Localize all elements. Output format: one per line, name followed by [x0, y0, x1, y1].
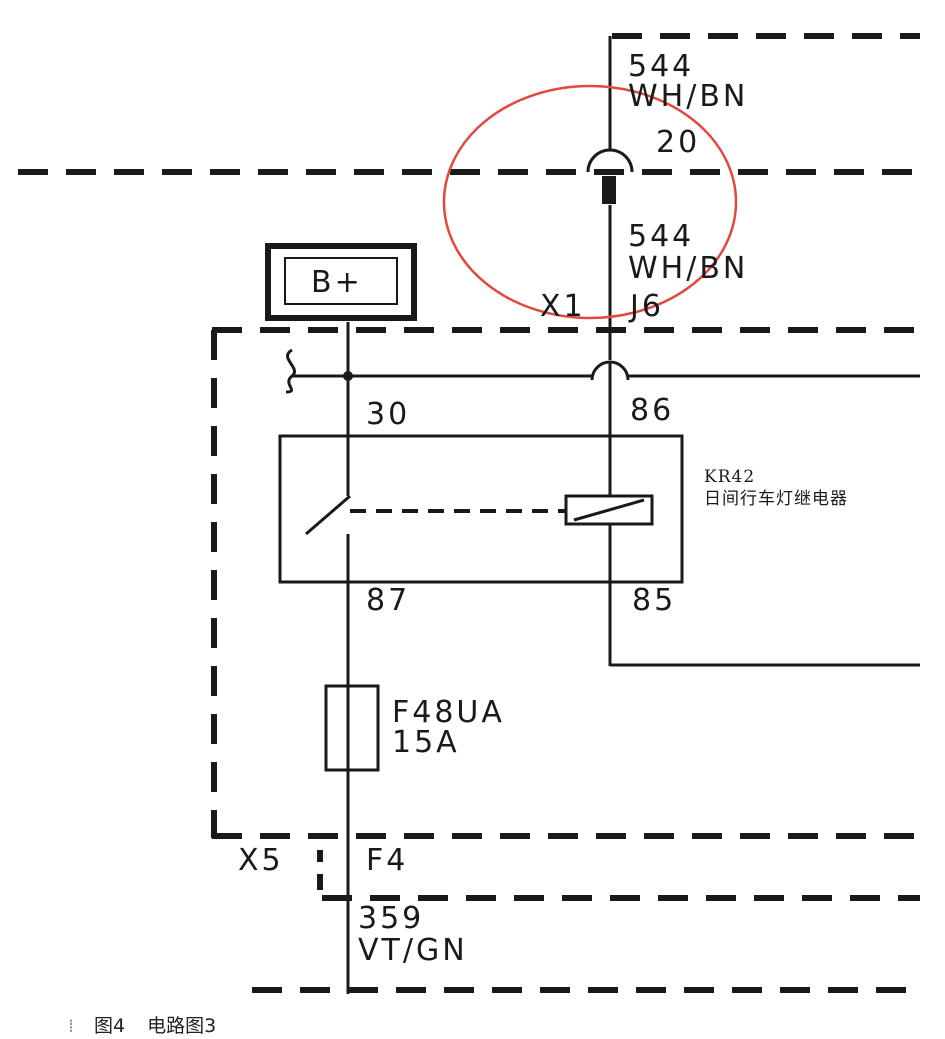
- splice-connector: [602, 176, 616, 204]
- junction-dot: [343, 371, 353, 381]
- caption-marker: ⁞: [68, 1015, 75, 1037]
- connector-j6-label: J6: [628, 289, 664, 324]
- relay-kr42: [278, 434, 684, 584]
- connector-x5-label: X5: [238, 843, 284, 878]
- wire-top-number: 544: [628, 49, 694, 84]
- wire-top-color: WH/BN: [628, 79, 748, 114]
- relay-code-label: KR42: [704, 467, 755, 487]
- pin-87-label: 87: [366, 583, 410, 618]
- relay-name-label: 日间行车灯继电器: [704, 489, 848, 509]
- fuse-rating-label: 15A: [392, 725, 460, 760]
- figure-caption: ⁞ 图4 电路图3: [68, 1011, 216, 1038]
- fuse-name-label: F48UA: [392, 695, 505, 730]
- figure-number: 图4: [94, 1015, 126, 1037]
- wire-bottom-number: 359: [358, 901, 424, 936]
- wire-bottom-color: VT/GN: [358, 933, 468, 968]
- bplus-label: B+: [311, 265, 363, 300]
- connector-x1-label: X1: [540, 289, 586, 324]
- wire-mid-number: 544: [628, 219, 694, 254]
- splice-pin-label: 20: [656, 125, 700, 160]
- pin-85-label: 85: [632, 583, 676, 618]
- module-borders: [18, 33, 920, 993]
- wire-mid-color: WH/BN: [628, 251, 748, 286]
- battery-plus-box: [265, 243, 417, 321]
- figure-title: 电路图3: [147, 1015, 217, 1037]
- highlight-circle: [442, 84, 738, 320]
- pin-86-label: 86: [630, 393, 674, 428]
- pin-30-label: 30: [366, 397, 410, 432]
- fuse-f48ua: [324, 684, 380, 772]
- connector-f4-label: F4: [366, 843, 408, 878]
- circuit-diagram: B+ 544 WH/BN 20 544 WH/BN X1 J6 30 86 87…: [18, 33, 920, 994]
